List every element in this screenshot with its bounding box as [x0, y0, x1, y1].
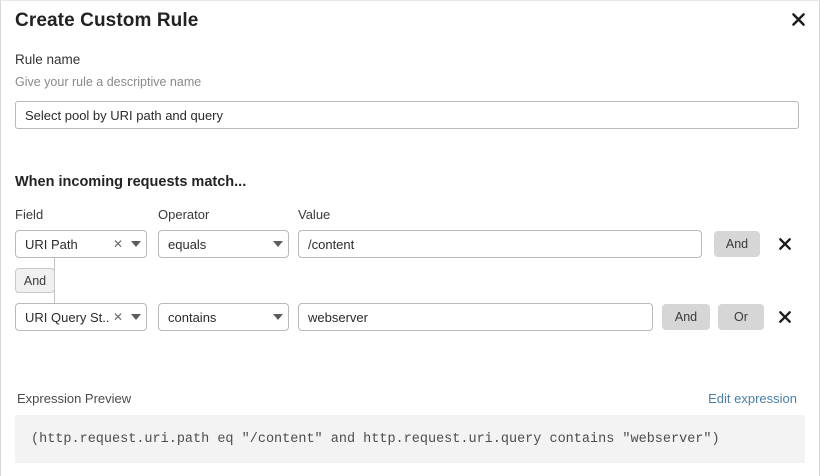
- rule-name-label: Rule name: [15, 52, 81, 67]
- close-icon: [791, 12, 805, 26]
- rule-name-input[interactable]: [15, 101, 799, 129]
- expression-preview-label: Expression Preview: [17, 391, 132, 406]
- or-button-row-2[interactable]: Or: [718, 304, 764, 330]
- chevron-down-icon[interactable]: [126, 314, 146, 320]
- clear-x-icon[interactable]: ✕: [112, 310, 123, 324]
- operator-select-row-2[interactable]: contains: [158, 303, 289, 331]
- join-operator-badge[interactable]: And: [15, 268, 55, 293]
- chevron-down-icon[interactable]: [268, 241, 288, 247]
- column-label-value: Value: [298, 207, 331, 222]
- field-select-row-1[interactable]: URI Path ✕: [15, 230, 147, 258]
- close-dialog-button[interactable]: [786, 7, 810, 31]
- rule-name-hint: Give your rule a descriptive name: [15, 75, 202, 89]
- operator-select-value-row-1: equals: [168, 236, 207, 252]
- column-label-field: Field: [15, 207, 44, 222]
- and-button-row-1[interactable]: And: [714, 231, 760, 257]
- column-label-operator: Operator: [158, 207, 210, 222]
- operator-select-value-row-2: contains: [168, 309, 217, 325]
- field-select-value-row-2: URI Query St...: [25, 309, 110, 325]
- match-section-title: When incoming requests match...: [15, 174, 247, 190]
- dialog-title: Create Custom Rule: [15, 10, 199, 31]
- operator-select-row-1[interactable]: equals: [158, 230, 289, 258]
- chevron-down-icon[interactable]: [126, 241, 146, 247]
- field-select-value-row-1: URI Path: [25, 236, 78, 252]
- remove-row-button-2[interactable]: [775, 307, 795, 327]
- edit-expression-link[interactable]: Edit expression: [708, 391, 797, 406]
- expression-preview-text: (http.request.uri.path eq "/content" and…: [31, 431, 720, 447]
- clear-x-icon[interactable]: ✕: [112, 237, 123, 251]
- chevron-down-icon[interactable]: [268, 314, 288, 320]
- value-input-row-2[interactable]: [298, 303, 653, 331]
- and-button-row-2[interactable]: And: [662, 304, 710, 330]
- remove-row-button-1[interactable]: [775, 234, 795, 254]
- field-select-row-2[interactable]: URI Query St... ✕: [15, 303, 147, 331]
- close-icon: [779, 311, 791, 323]
- close-icon: [779, 238, 791, 250]
- expression-preview-box: (http.request.uri.path eq "/content" and…: [15, 415, 805, 463]
- value-input-row-1[interactable]: [298, 230, 702, 258]
